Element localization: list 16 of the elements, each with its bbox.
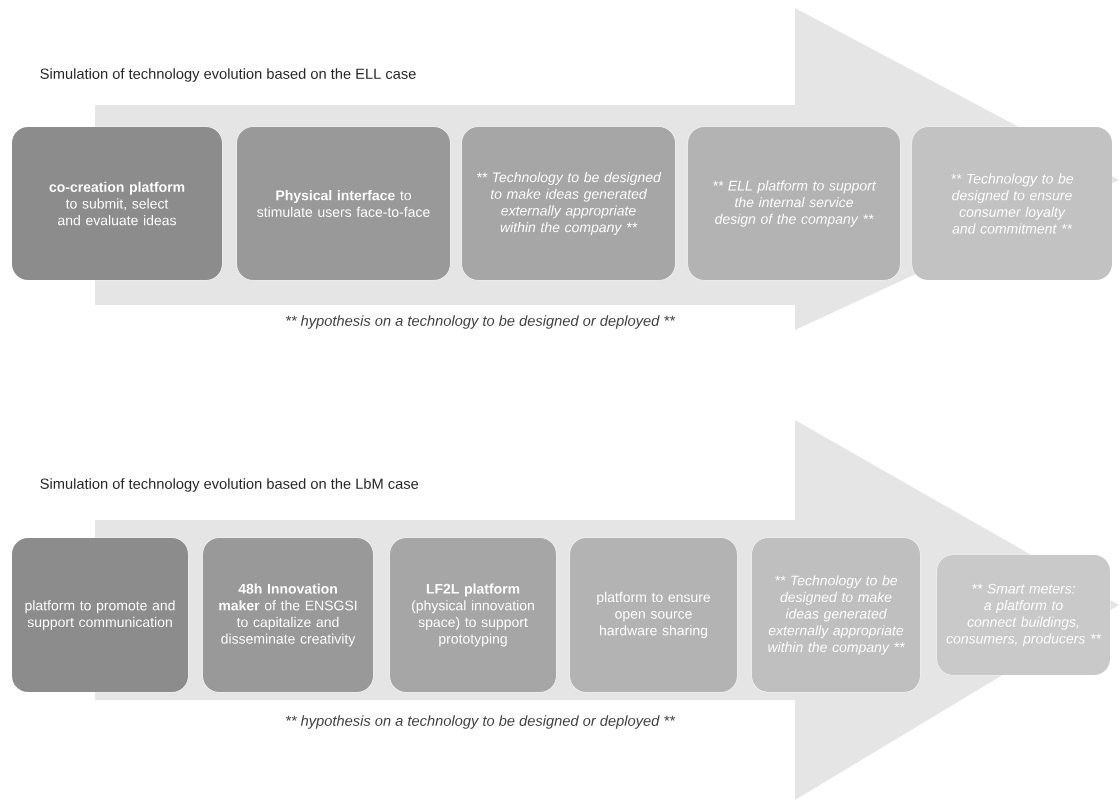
process-box: Physical interface to stimulate users face-to-face bbox=[237, 126, 451, 281]
section-title: Simulation of technology evolution based on the ELL case bbox=[40, 68, 416, 82]
process-box: ** Technology to be designed to make ideas generated externally appropriate within the company ** bbox=[752, 538, 920, 692]
process-box: ** ELL platform to support the internal service design of the company ** bbox=[688, 126, 900, 281]
process-box: platform to promote and support communication bbox=[12, 538, 188, 692]
process-box: platform to ensure open source hardware sharing bbox=[570, 538, 737, 692]
process-arrow bbox=[95, 420, 1119, 800]
process-box: ** Technology to be designed to make ideas generated externally appropriate within the company ** bbox=[461, 126, 676, 281]
section-title: Simulation of technology evolution based on the LbM case bbox=[40, 478, 419, 492]
process-box: ** Technology to be designed to ensure consumer loyalty and commitment ** bbox=[912, 126, 1112, 281]
process-arrow bbox=[95, 8, 1119, 330]
footnote: ** hypothesis on a technology to be designed or deployed ** bbox=[286, 315, 676, 329]
process-box: LF2L platform (physical innovation space) to support prototyping bbox=[390, 538, 556, 692]
footnote: ** hypothesis on a technology to be designed or deployed ** bbox=[286, 715, 676, 729]
process-box: co-creation platform to submit, select and evaluate ideas bbox=[12, 126, 222, 281]
process-box: 48h Innovation maker of the ENSGSI to capitalize and disseminate creativity bbox=[203, 538, 373, 692]
